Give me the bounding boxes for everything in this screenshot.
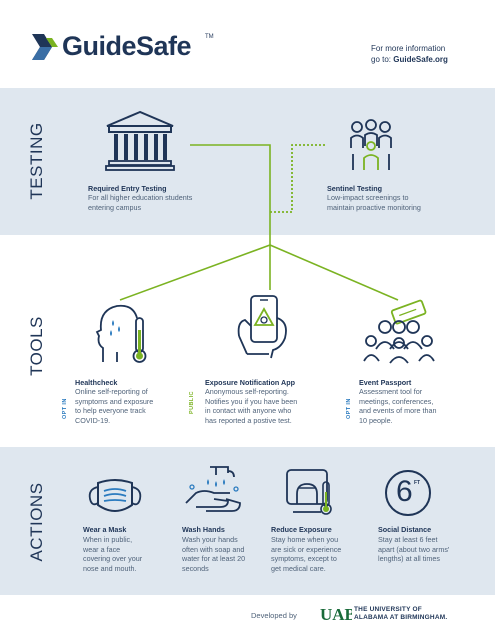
info-prefix: go to: xyxy=(371,55,394,64)
tools-section-label: TOOLS xyxy=(27,316,46,376)
body-line: meetings, conferences, xyxy=(359,396,434,406)
event-passport-icon xyxy=(363,297,435,365)
social-distance-body: Stay at least 6 feet apart (about two ar… xyxy=(378,535,449,564)
body-line: apart (about two arms' xyxy=(378,544,450,554)
body-line: Wash your hands xyxy=(182,535,238,544)
body-line: symptoms and exposure xyxy=(75,396,154,406)
body-line: and events of more than xyxy=(359,406,437,415)
actions-band xyxy=(0,447,495,595)
six-feet-number: 6 xyxy=(396,475,413,508)
body-line: lengths) at all times xyxy=(378,554,440,563)
body-line: seconds xyxy=(182,563,209,573)
body-line: entering campus xyxy=(88,202,142,212)
body-line: maintain proactive monitoring xyxy=(327,202,421,212)
body-line: get medical care. xyxy=(271,563,326,573)
phone-virus-icon xyxy=(233,292,297,362)
body-line: For all higher education students xyxy=(88,193,193,202)
healthcheck-opt-in-tag: OPT IN xyxy=(62,398,68,419)
exposure-app-title: Exposure Notification App xyxy=(205,378,295,387)
uab-mark: UAB xyxy=(320,605,352,623)
wash-hands-title: Wash Hands xyxy=(182,525,225,534)
body-line: Notifies you if you have been xyxy=(205,396,298,406)
body-line: Stay home when you xyxy=(271,535,339,544)
testing-band xyxy=(0,88,495,235)
info-line-1: For more information xyxy=(371,44,446,53)
body-line: COVID-19. xyxy=(75,415,111,425)
body-line: are sick or experience xyxy=(271,544,342,554)
body-line: When in public, xyxy=(83,535,133,544)
face-mask-icon xyxy=(86,475,144,519)
people-group-icon xyxy=(348,118,394,172)
body-line: often with soap and xyxy=(182,544,245,554)
wash-hands-body: Wash your hands often with soap and wate… xyxy=(182,535,245,573)
info-line-2: go to: GuideSafe.org xyxy=(371,54,448,65)
wash-hands-icon xyxy=(184,463,244,519)
required-testing-body: For all higher education students enteri… xyxy=(88,193,192,212)
uab-name-line-2: ALABAMA AT BIRMINGHAM. xyxy=(354,614,448,621)
bank-building-icon xyxy=(105,110,175,172)
exposure-app-body: Anonymous self-reporting. Notifies you i… xyxy=(205,387,297,425)
body-line: in contact with anyone who xyxy=(205,406,292,415)
body-line: has reported a postive test. xyxy=(205,415,292,425)
body-line: Low-impact screenings to xyxy=(327,193,409,202)
event-passport-body: Assessment tool for meetings, conference… xyxy=(359,387,437,425)
event-opt-in-tag: OPT IN xyxy=(346,398,352,419)
body-line: covering over your xyxy=(83,554,143,563)
developed-by-text: Developed by xyxy=(251,611,297,620)
social-distance-title: Social Distance xyxy=(378,525,432,534)
body-line: to help everyone track xyxy=(75,406,146,415)
body-line: Assessment tool for xyxy=(359,387,423,396)
event-passport-title: Event Passport xyxy=(359,378,412,387)
exposure-public-tag: PUBLIC xyxy=(189,391,195,414)
healthcheck-body: Online self-reporting of symptoms and ex… xyxy=(75,387,153,425)
actions-section-label: ACTIONS xyxy=(27,482,46,562)
logo-text: GuideSafe xyxy=(62,31,192,61)
body-line: symptoms, except to xyxy=(271,554,337,563)
body-line: 10 people. xyxy=(359,415,393,425)
uab-logo: UAB xyxy=(320,605,352,623)
body-line: wear a face xyxy=(83,544,121,554)
wear-mask-title: Wear a Mask xyxy=(83,525,127,534)
sick-person-icon xyxy=(283,466,341,518)
body-line: water for at least 20 xyxy=(182,554,246,563)
reduce-exposure-body: Stay home when you are sick or experienc… xyxy=(271,535,341,573)
healthcheck-title: Healthcheck xyxy=(75,378,118,387)
body-line: Online self-reporting of xyxy=(75,387,148,396)
wear-mask-body: When in public, wear a face covering ove… xyxy=(83,535,142,573)
required-testing-title: Required Entry Testing xyxy=(88,184,167,193)
logo-trademark: TM xyxy=(205,34,214,40)
body-line: nose and mouth. xyxy=(83,563,137,573)
uab-name-line-1: THE UNIVERSITY OF xyxy=(354,606,422,613)
body-line: Stay at least 6 feet xyxy=(378,535,438,544)
head-thermometer-icon xyxy=(95,300,155,366)
guidesafe-logo-mark xyxy=(30,32,60,62)
six-feet-unit: FT xyxy=(414,480,421,486)
info-url-link[interactable]: GuideSafe.org xyxy=(393,55,448,64)
six-feet-icon: 6 FT xyxy=(385,470,431,516)
sentinel-testing-title: Sentinel Testing xyxy=(327,184,382,193)
reduce-exposure-title: Reduce Exposure xyxy=(271,525,332,534)
sentinel-testing-body: Low-impact screenings to maintain proact… xyxy=(327,193,421,212)
body-line: Anonymous self-reporting. xyxy=(205,387,289,396)
